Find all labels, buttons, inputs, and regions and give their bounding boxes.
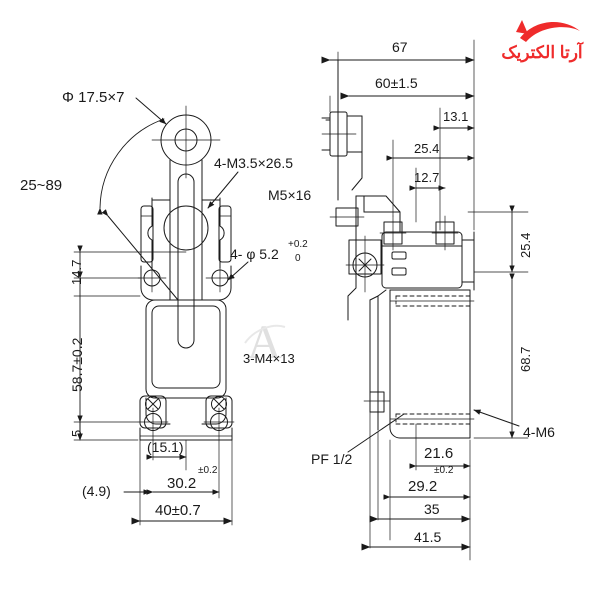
- callout-body-screws: 3-M4×13: [243, 351, 295, 366]
- leader-conduit: [347, 413, 405, 453]
- lever-slot: [177, 173, 195, 349]
- lower-right-ear: [201, 397, 227, 425]
- callout-mount-hole: 4- φ 5.2: [230, 246, 279, 262]
- dim-label-14-7: 14.7: [69, 259, 84, 285]
- leader-lever-screws: [207, 171, 239, 209]
- switch-body-outline: [145, 299, 227, 399]
- dim-label-67: 67: [392, 39, 408, 55]
- side-head-right-face: [351, 115, 363, 191]
- dim-label-5: 5: [69, 429, 84, 437]
- dim-label-13-1: 13.1: [443, 109, 469, 124]
- side-view-geometry: [321, 59, 520, 453]
- logo-swoosh: [516, 20, 580, 42]
- callout-mount-hole-tol-lower: 0: [295, 253, 301, 264]
- dim-label-12-7: 12.7: [414, 170, 440, 185]
- dim-label-21-6-tol: ±0.2: [434, 465, 454, 476]
- lever-pivot-circle: [163, 205, 209, 251]
- terminal-slot-2: [391, 267, 407, 276]
- dim-label-29-2: 29.2: [408, 478, 438, 495]
- watermark-glyph: A: [247, 316, 282, 365]
- dim-label-35: 35: [424, 501, 440, 517]
- callout-conduit-thread: PF 1/2: [311, 451, 353, 467]
- head-right-profile: [219, 197, 225, 269]
- dim-label-25-4-h: 25.4: [414, 141, 440, 156]
- leader-mount-hole: [227, 261, 249, 281]
- callout-lever-screws: 4-M3.5×26.5: [214, 155, 293, 171]
- leader-roller-dia: [135, 97, 167, 125]
- callout-roller-dia: Φ 17.5×7: [62, 89, 125, 106]
- dim-label-30-2-tol: ±0.2: [198, 465, 218, 476]
- head-left-profile: [147, 197, 153, 269]
- front-view-geometry: [97, 97, 249, 441]
- callout-head-screw: M5×16: [268, 187, 312, 203]
- leader-lever-angle: [101, 209, 179, 301]
- dim-label-4-9: (4.9): [82, 483, 111, 499]
- lever-swing-arc: [97, 118, 165, 215]
- watermark-swoosh: [244, 324, 286, 344]
- terminal-slot-1: [391, 251, 407, 260]
- dim-label-40: 40±0.7: [155, 502, 201, 519]
- callout-base-screws: 4-M6: [523, 424, 555, 440]
- side-body-outline: [389, 289, 471, 439]
- head-left-tab: [140, 205, 154, 263]
- callout-mount-hole-tol-upper: +0.2: [288, 239, 308, 250]
- head-right-tab: [218, 205, 232, 263]
- dim-label-21-6: 21.6: [424, 445, 454, 462]
- dim-label-68-7: 68.7: [518, 346, 533, 372]
- switch-body-inner: [151, 305, 221, 389]
- side-view-dimensions: [321, 39, 529, 561]
- watermark-logo: A: [244, 316, 286, 365]
- front-view-dimensions: [73, 245, 233, 526]
- dim-label-25-4-v: 25.4: [518, 232, 533, 258]
- dim-label-30-2: 30.2: [167, 475, 197, 492]
- side-head-top-slope: [355, 195, 401, 233]
- dim-label-41-5: 41.5: [414, 529, 442, 545]
- side-terminal-block: [381, 231, 463, 289]
- lower-left-ear: [145, 397, 171, 425]
- dim-label-15-1: (15.1): [147, 439, 184, 455]
- side-head-left-profile: [347, 195, 357, 321]
- logo-text: آرتا الکتریک: [501, 41, 584, 63]
- dim-label-58-7: 58.7±0.2: [69, 337, 85, 392]
- arta-electric-logo: آرتا الکتریک: [501, 20, 584, 63]
- callout-lever-angle: 25~89: [20, 177, 63, 194]
- side-conduit-boss: [369, 391, 385, 413]
- dim-label-60: 60±1.5: [375, 75, 418, 91]
